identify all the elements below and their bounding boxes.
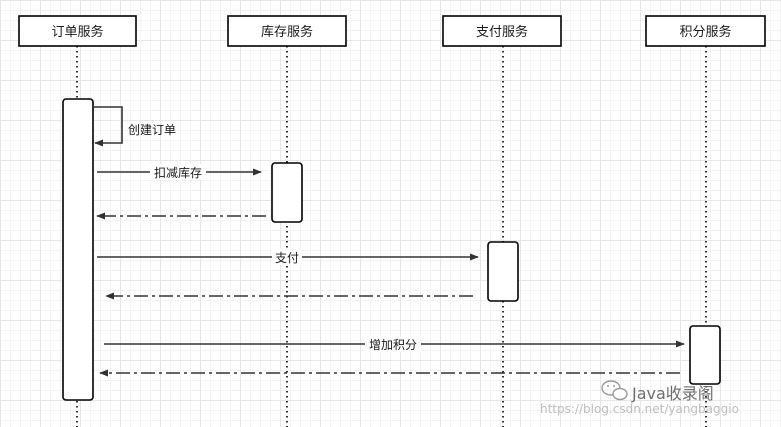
- activation-payment-service[interactable]: [487, 241, 519, 302]
- message-label-bg: [365, 336, 421, 352]
- participant-label-order: 订单服务: [51, 24, 103, 40]
- message-label-bg: [150, 164, 206, 180]
- message-label-pay: 支付: [275, 251, 299, 265]
- participant-points-service[interactable]: 积分服务: [645, 15, 766, 47]
- message-label-deduct-inventory: 扣减库存: [154, 165, 202, 180]
- participant-label-inventory: 库存服务: [261, 24, 313, 40]
- message-label-add-points: 增加积分: [369, 338, 417, 352]
- watermark-url: https://blog.csdn.net/yangbaggio: [540, 402, 739, 416]
- participant-payment-service[interactable]: 支付服务: [442, 15, 562, 47]
- activation-points-service[interactable]: [689, 325, 721, 385]
- participant-label-payment: 支付服务: [476, 24, 528, 40]
- activation-inventory-service[interactable]: [271, 162, 303, 223]
- self-message-create-order[interactable]: [93, 106, 123, 147]
- message-label-bg: [272, 249, 302, 265]
- watermark-brand: Java收录阁: [632, 384, 714, 403]
- message-label-create-order: 创建订单: [128, 123, 176, 137]
- activation-order-service[interactable]: [62, 98, 94, 401]
- participant-order-service[interactable]: 订单服务: [18, 15, 137, 47]
- participant-inventory-service[interactable]: 库存服务: [227, 15, 347, 47]
- wechat-icon: [601, 380, 628, 401]
- participant-label-points: 积分服务: [679, 24, 731, 40]
